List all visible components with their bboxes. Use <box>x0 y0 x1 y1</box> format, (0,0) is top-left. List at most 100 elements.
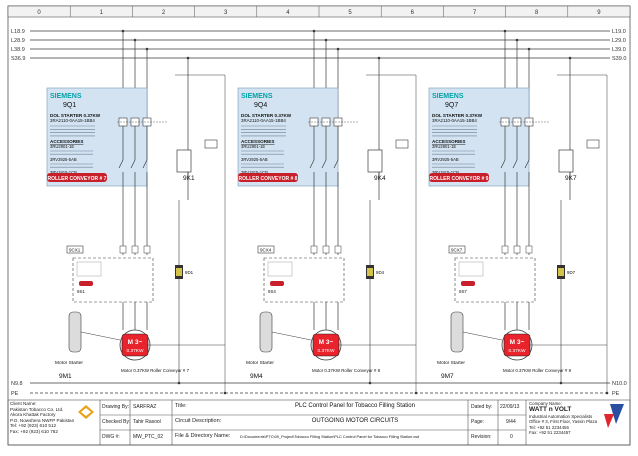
starter-model: 3RA2110-0AA15-1BB4 <box>432 118 477 123</box>
column-number: 9 <box>597 10 601 16</box>
client-address-line: Pakistan Tobacco Co. Ltd. <box>10 406 64 412</box>
accessory-2: 3RV2925-5AB <box>432 157 459 162</box>
motor-caption: Motor 0.37KW Roller Conveyor # 9 <box>503 368 572 373</box>
roller-conveyor-label: ROLLER CONVEYOR # 7 <box>48 176 107 182</box>
file-path: D:\Documents\PTC\09_Project\Tobacco Fill… <box>240 433 420 439</box>
circuit-label: Circuit Description: <box>175 418 222 424</box>
isolator-card <box>458 261 484 277</box>
client-logo <box>78 405 94 419</box>
title-block <box>7 399 631 446</box>
sensor-ref: 9D7 <box>567 270 576 275</box>
breaker-ref: 9Q4 <box>254 102 267 109</box>
motor-shaft <box>68 311 82 353</box>
starter-title: DOL STARTER 0.37KW <box>241 113 292 118</box>
roller-conveyor-banner <box>238 173 298 182</box>
roller-conveyor-banner <box>47 173 107 182</box>
switch-ref: 9S7 <box>459 289 467 294</box>
circuit-description: OUTGOING MOTOR CIRCUITS <box>311 418 399 424</box>
column-number: 0 <box>37 10 41 16</box>
checked-by-label: Checked By: <box>102 419 131 425</box>
motor-ref: 9M1 <box>59 373 72 380</box>
rail-label-s3-left: S36.9 <box>11 56 25 62</box>
starter-title: DOL STARTER 0.37KW <box>432 113 483 118</box>
contactor-coil <box>558 149 574 173</box>
isolator-badge <box>79 281 93 286</box>
company-label: Company Name: <box>529 401 562 406</box>
starter-model: 3RA2110-0AA15-1BB4 <box>50 118 95 123</box>
terminal-ref: 9CX1 <box>69 248 81 253</box>
accessory-1: 3RU2901-1E <box>50 144 74 149</box>
dwg-label: DWG #: <box>102 434 120 440</box>
motor-caption: Motor 0.37KW Roller Conveyor # 7 <box>121 368 190 373</box>
motor-caption: Motor 0.37KW Roller Conveyor # 8 <box>312 368 381 373</box>
accessories-heading: ACCESSORIES <box>432 139 465 144</box>
starter-card <box>46 87 148 187</box>
accessory-2: 3RV2925-5AB <box>50 157 77 162</box>
dwg-value: MW_PTC_02 <box>133 434 164 440</box>
revision-value: 0 <box>510 434 513 440</box>
contactor-coil <box>367 149 383 173</box>
starter-model: 3RA2110-0AA15-1BB4 <box>241 118 286 123</box>
accessory-3: 3RV1915-1CB <box>241 170 268 175</box>
column-number: 7 <box>473 10 477 16</box>
isolator-card <box>76 261 102 277</box>
rail-label-l2-right: L29.0 <box>612 38 626 44</box>
page-label: Page: <box>471 419 485 425</box>
company-logo <box>604 404 624 428</box>
revision-label: Revision: <box>471 434 492 440</box>
client-address-line: Fax: +92 (923) 610 762 <box>10 428 58 434</box>
roller-conveyor-label: ROLLER CONVEYOR # 9 <box>430 176 489 182</box>
rail-label-pe-left: PE <box>11 391 19 397</box>
siemens-logo: SIEMENS <box>432 93 464 100</box>
accessories-heading: ACCESSORIES <box>241 139 274 144</box>
accessory-3: 3RV1915-1CB <box>50 170 77 175</box>
isolator-badge <box>270 281 284 286</box>
contactor-ref: 9K1 <box>183 175 195 182</box>
column-number: 4 <box>286 10 290 16</box>
roller-conveyor-label: ROLLER CONVEYOR # 8 <box>239 176 298 182</box>
client-address-line: Tel: +92 (923) 610 512 <box>10 423 57 429</box>
motor-ref: 9M4 <box>250 373 263 380</box>
breaker-ref: 9Q7 <box>445 102 458 109</box>
rail-label-l3-left: L38.9 <box>11 47 25 53</box>
date-value: 22/09/13 <box>500 404 520 410</box>
motor-shaft <box>259 311 273 353</box>
motor-ref: 9M7 <box>441 373 454 380</box>
contactor-ref: 9K4 <box>374 175 386 182</box>
company-address-line: Fax: +92 51 2234457 <box>529 429 571 435</box>
rail-label-l3-right: L39.0 <box>612 47 626 53</box>
client-address-line: P.O. Nowshera NWFP Pakistan <box>10 417 75 423</box>
sensor-ref: 9D1 <box>185 270 194 275</box>
motor-glyph: M 3~ <box>319 339 334 346</box>
file-label: File & Directory Name: <box>175 433 231 439</box>
date-label: Dated by: <box>471 404 493 410</box>
rail-label-l2-left: L28.9 <box>11 38 25 44</box>
company-block: Company Name: WATT n VOLT Industrial Aut… <box>529 401 603 435</box>
terminal-ref: 9CX7 <box>451 248 463 253</box>
switch-ref: 9S4 <box>268 289 276 294</box>
starter-title: DOL STARTER 0.37KW <box>50 113 101 118</box>
company-name: WATT n VOLT <box>529 406 572 414</box>
breaker-ref: 9Q1 <box>63 102 76 109</box>
drawn-by-value: SARFRAZ <box>133 404 157 410</box>
client-address-line: Akora Khattak Factory <box>10 412 56 418</box>
column-number: 8 <box>535 10 539 16</box>
company-address-line: Office # 3, First Floor, Yassin Plaza <box>529 419 598 425</box>
isolator-badge <box>461 281 475 286</box>
motor-kw: 0.37KW <box>317 348 335 354</box>
rail-label-l1-right: L19.0 <box>612 29 626 35</box>
column-number: 5 <box>348 10 352 16</box>
sensor-ref: 9D4 <box>376 270 385 275</box>
title-label: Title: <box>175 403 187 409</box>
column-number: 2 <box>162 10 166 16</box>
checked-by-value: Tahir Rasool <box>133 419 161 425</box>
rail-label-n-right: N10.0 <box>612 381 627 387</box>
column-number: 3 <box>224 10 228 16</box>
accessories-heading: ACCESSORIES <box>50 139 83 144</box>
client-label: Client Name: <box>10 401 37 406</box>
